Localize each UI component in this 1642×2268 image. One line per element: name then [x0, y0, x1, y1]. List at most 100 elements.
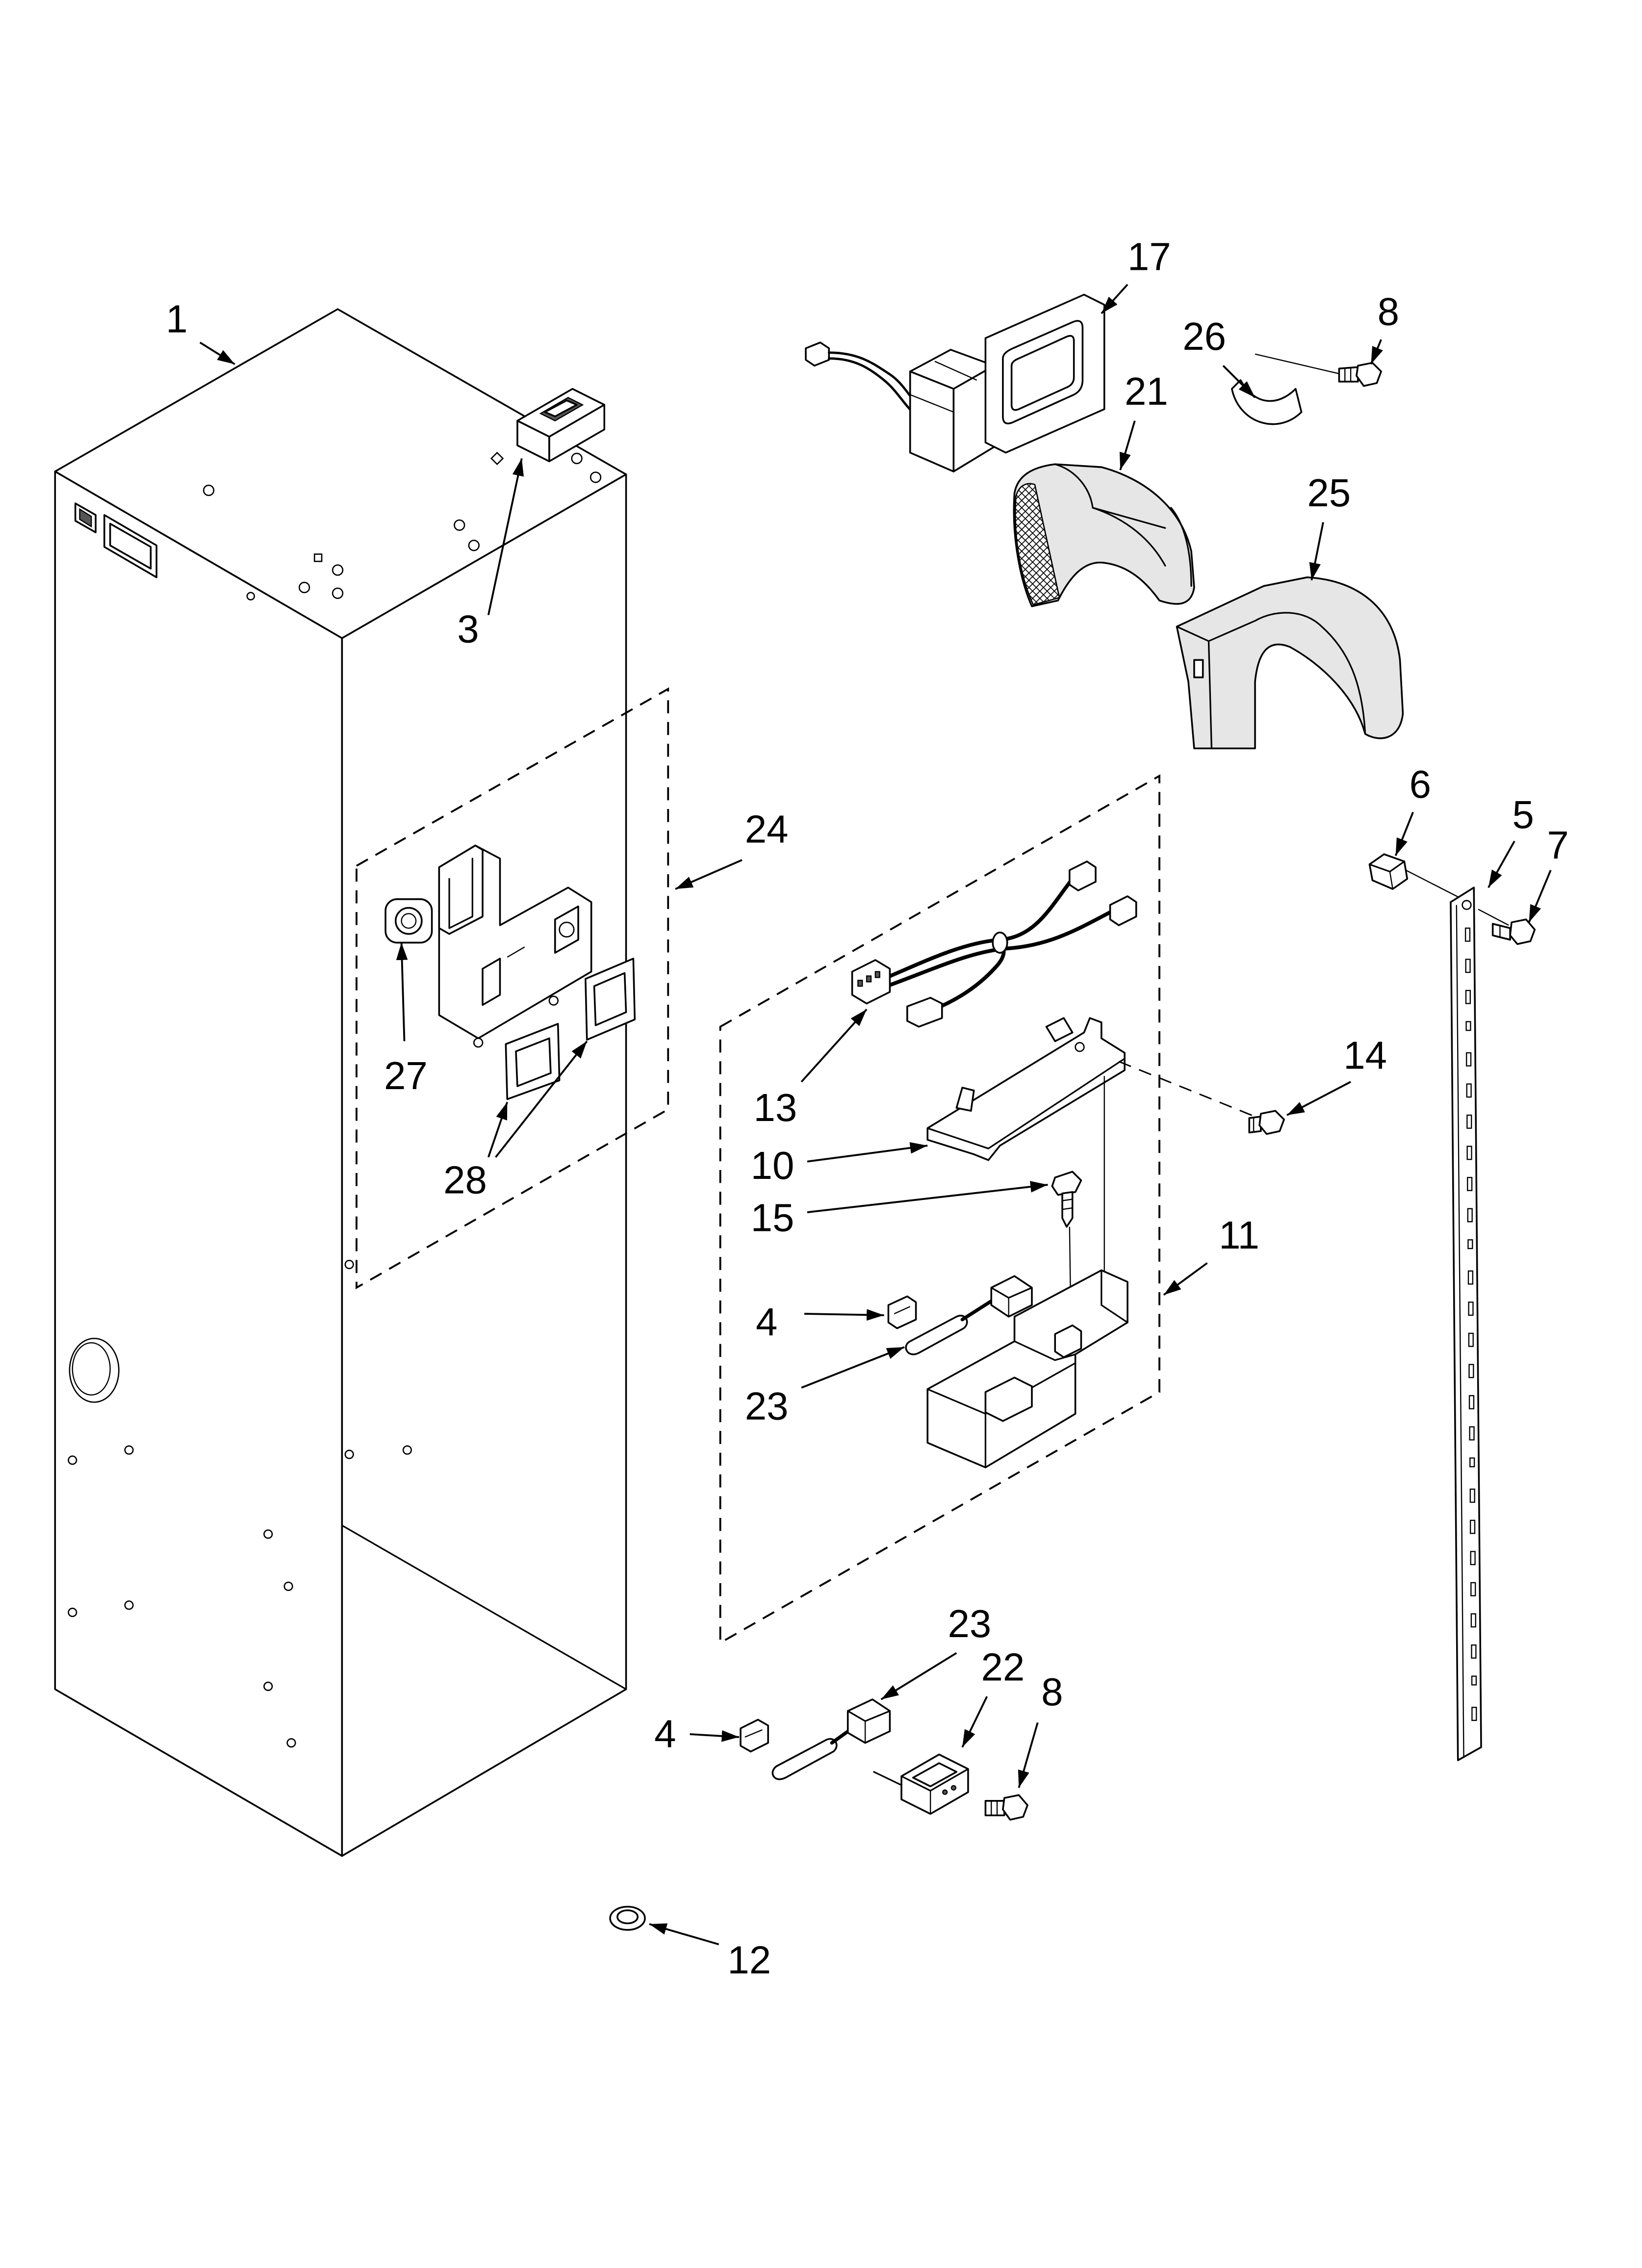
arrow-23-upper [801, 1346, 905, 1389]
rail-slot [1469, 1488, 1475, 1503]
wire-harness-part-13-shape [1109, 895, 1137, 926]
cabinet-part-shape [263, 1529, 273, 1539]
screw-part-15 [1051, 1171, 1082, 1331]
thermistor-part-23-upper [905, 1275, 1033, 1356]
callout-label: 23 [745, 1384, 789, 1428]
arrow-28-a [487, 1101, 509, 1158]
callout-label: 7 [1547, 823, 1568, 867]
rail-slot [1465, 959, 1471, 973]
pad-parts-28 [505, 958, 636, 1100]
rail-slot [1468, 1332, 1474, 1347]
cabinet-part-shape [54, 470, 343, 1857]
arrow-27 [396, 942, 408, 1042]
rail-slot [1469, 1519, 1476, 1534]
duct-part-25-shape [1207, 640, 1212, 750]
callout-label: 14 [1343, 1034, 1387, 1077]
thermistor-part-23-upper-shape [960, 1297, 996, 1322]
arrow-4-upper [804, 1309, 884, 1321]
callout-label: 8 [1041, 1670, 1063, 1714]
arrow-8-top [1370, 339, 1383, 365]
arrow-4-lower [690, 1730, 740, 1742]
callout-label: 24 [745, 808, 789, 851]
callout-labels: 1 3 17 26 8 21 25 24 27 28 6 5 7 14 13 1… [166, 235, 1568, 1981]
screw-part-15-shape [1062, 1199, 1073, 1201]
duct-part-25-shape [1193, 659, 1204, 678]
callout-label: 12 [727, 1938, 771, 1981]
screw-part-14-shape [1248, 1116, 1262, 1134]
thermistor-part-23-lower-shape [847, 1698, 891, 1744]
pad-parts-28-shape [515, 1037, 552, 1087]
arrow-11 [1163, 1262, 1208, 1296]
screw-part-8-top-shape [1356, 362, 1382, 387]
screw-part-7-shape [1509, 918, 1536, 945]
housing-part-11-shape [1101, 1269, 1129, 1324]
duct-part-21-shape [1170, 507, 1192, 587]
arrow-28-b [495, 1041, 588, 1158]
strap-part-26-shape [1231, 379, 1303, 425]
rail-slot [1467, 1239, 1473, 1250]
callout-label: 11 [1219, 1213, 1259, 1257]
callout-label: 23 [948, 1602, 992, 1645]
rail-part-5-shape [1456, 905, 1464, 1758]
rail-slot [1466, 1114, 1472, 1129]
wire-harness-part-13-shape [885, 909, 1115, 988]
arrow-12 [649, 1923, 719, 1946]
bracket-part-3 [516, 388, 606, 463]
rail-slot [1469, 1457, 1475, 1467]
strap-part-26 [1231, 353, 1342, 425]
sensor-housing-group-shape [719, 774, 1160, 1645]
cabinet-part-shape [109, 522, 152, 570]
arrow-22 [961, 1696, 988, 1748]
callout-label: 3 [457, 607, 479, 651]
wire-harness-part-13-shape [1069, 860, 1097, 891]
cabinet-part-shape [263, 1681, 273, 1691]
arrow-23-lower [880, 1652, 957, 1700]
housing-part-17-shape [827, 357, 923, 419]
arrow-24 [675, 859, 743, 890]
control-panel-group-24-shape [507, 946, 525, 958]
rail-slot [1471, 1707, 1477, 1721]
arrow-6 [1394, 811, 1414, 856]
module-part-22-shape [912, 1762, 958, 1788]
arrow-7 [1528, 869, 1552, 923]
rail-slot [1467, 1176, 1473, 1191]
cabinet-part-shape [344, 1449, 354, 1460]
callout-label: 10 [751, 1144, 795, 1187]
cabinet-part-shape [124, 1445, 134, 1455]
grommet-part-12-shape [616, 1909, 639, 1925]
module-part-22-shape [942, 1789, 948, 1795]
bracket-part-3-shape [548, 404, 606, 463]
rail-slot [1468, 1302, 1474, 1316]
arrow-15 [807, 1181, 1048, 1213]
callout-label: 21 [1125, 369, 1168, 413]
control-panel-group-24-shape [473, 1038, 484, 1048]
rail-part-5-shape [1450, 886, 1482, 1761]
cabinet-part [54, 308, 627, 1857]
screw-part-7-shape [1491, 923, 1511, 941]
arrow-26 [1222, 365, 1256, 398]
housing-part-11-shape [1054, 1324, 1082, 1358]
housing-part-17-shape [934, 361, 977, 381]
cabinet-part-shape [286, 1738, 296, 1748]
arrow-5 [1488, 840, 1515, 888]
rail-slot [1468, 1364, 1474, 1379]
callout-label: 5 [1513, 793, 1534, 836]
duct-part-21-shape [1092, 507, 1166, 567]
clip-part-4-lower-shape [744, 1729, 763, 1738]
cover-part-10-shape [1118, 1061, 1256, 1118]
duct-part-21-shape [1013, 463, 1195, 607]
rail-slot [1467, 1208, 1473, 1223]
cabinet-part-shape [344, 1259, 354, 1270]
clip-part-4-upper-shape [887, 1295, 917, 1330]
arrow-1 [199, 341, 235, 365]
callout-label: 17 [1128, 235, 1171, 278]
housing-part-17-shape [910, 394, 954, 413]
callout-label: 25 [1307, 471, 1351, 515]
housing-part-11-shape [1013, 1340, 1077, 1361]
callout-label: 1 [166, 297, 187, 340]
cabinet-part-shape [571, 452, 583, 465]
wire-harness-part-13-shape [885, 877, 1075, 980]
rail-slot [1465, 1021, 1471, 1031]
duct-part-25 [1176, 576, 1404, 750]
